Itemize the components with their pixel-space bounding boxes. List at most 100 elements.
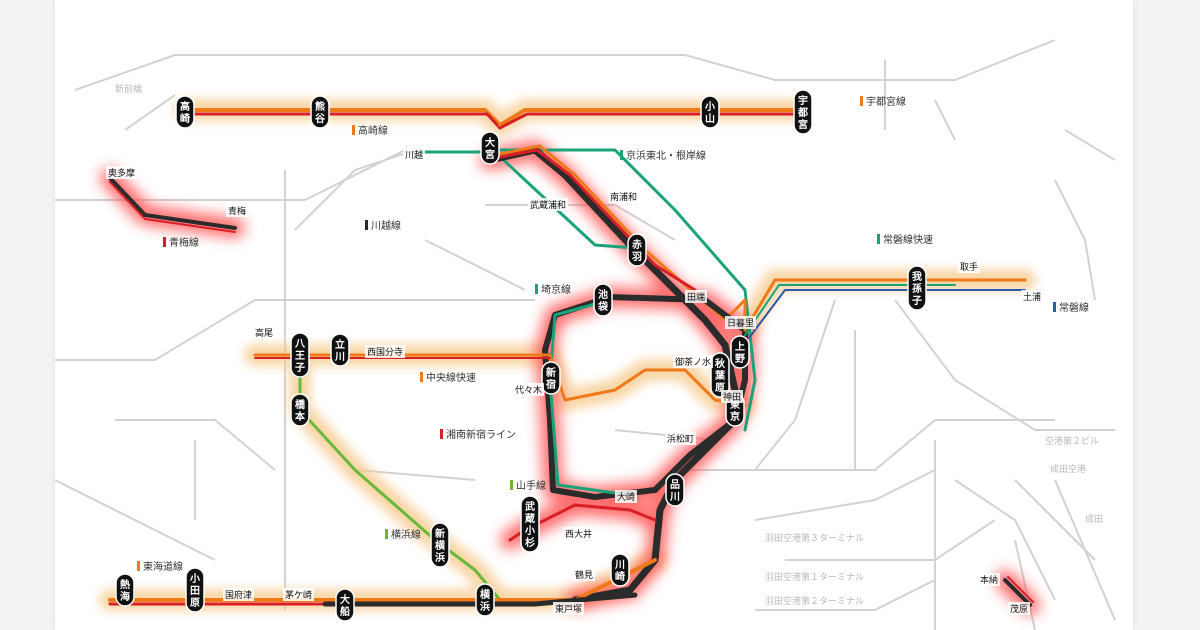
station-akabane[interactable]: 赤羽 — [627, 233, 647, 267]
station-yokohama[interactable]: 横浜 — [475, 583, 495, 617]
station-label-char: 袋 — [597, 300, 609, 313]
station-label-char: 王 — [295, 350, 305, 362]
station-kumagaya[interactable]: 熊谷 — [310, 95, 330, 129]
station-label: 鶴見 — [575, 569, 593, 581]
legend-swatch — [877, 234, 880, 244]
station-label: 東戸塚 — [555, 603, 582, 615]
station-akihabara[interactable]: 秋葉原 — [710, 352, 730, 398]
station-label-char: 新 — [546, 366, 556, 379]
station-tabata[interactable]: 田端 — [685, 290, 707, 303]
station-musashi-urawa[interactable]: 武蔵浦和 — [528, 198, 568, 211]
station-label-char: 田 — [190, 585, 200, 597]
station-yoyogi[interactable]: 代々木 — [513, 383, 544, 396]
station-pill — [520, 495, 540, 553]
station-takasaki[interactable]: 高崎 — [175, 95, 195, 129]
legend-tokaido: 東海道線 — [137, 560, 183, 573]
station-label-bg — [1021, 290, 1043, 303]
station-minami-urawa[interactable]: 南浦和 — [608, 190, 639, 203]
legend-swatch — [420, 372, 423, 382]
station-label-char: 高 — [180, 100, 190, 113]
station-omiya[interactable]: 大宮 — [480, 131, 500, 165]
station-oyama[interactable]: 小山 — [700, 95, 720, 129]
station-label-char: 上 — [735, 340, 745, 353]
station-ochanomizu[interactable]: 御茶ノ水 — [673, 355, 713, 368]
station-label: 田端 — [687, 291, 705, 303]
station-label-char: 赤 — [632, 238, 642, 251]
station-kawagoe[interactable]: 川越 — [403, 148, 425, 161]
station-hashimoto[interactable]: 橋本 — [290, 393, 310, 427]
station-kozu[interactable]: 国府津 — [223, 588, 254, 601]
station-labels: 高崎熊谷大宮小山宇都宮赤羽池袋上野秋葉原東京新宿品川武蔵小杉川崎横浜新横浜橋本八… — [106, 89, 1043, 622]
station-label-char: 東 — [730, 398, 740, 411]
station-tsurumi[interactable]: 鶴見 — [573, 568, 595, 581]
shonan-red — [493, 148, 697, 292]
station-shin-yokohama[interactable]: 新横浜 — [430, 522, 450, 568]
station-label-bg — [253, 326, 275, 339]
legend-swatch — [510, 480, 513, 490]
station-label: 日暮里 — [727, 317, 754, 329]
station-label-char: 小 — [704, 100, 715, 113]
station-label: 奥多摩 — [108, 167, 135, 179]
station-mobara[interactable]: 茂原 — [1008, 602, 1030, 615]
station-ofuna[interactable]: 大船 — [335, 588, 355, 622]
station-label-char: 品 — [670, 479, 680, 491]
station-hachioji[interactable]: 八王子 — [290, 332, 310, 378]
uchibo-red — [1007, 576, 1034, 603]
ghost-label: 羽田空港第３ターミナル — [765, 532, 864, 544]
station-tachikawa[interactable]: 立川 — [330, 333, 350, 367]
station-toride[interactable]: 取手 — [958, 260, 980, 273]
station-odawara[interactable]: 小田原 — [185, 567, 205, 613]
station-osaki[interactable]: 大崎 — [615, 490, 637, 503]
station-abiko[interactable]: 我孫子 — [907, 265, 927, 311]
station-nippori[interactable]: 日暮里 — [725, 316, 756, 329]
station-label-char: 川 — [669, 491, 680, 503]
station-nishi-kokubunji[interactable]: 西国分寺 — [365, 345, 405, 358]
ome-line — [108, 176, 237, 230]
station-label-char: 孫 — [912, 282, 922, 295]
station-shinjuku[interactable]: 新宿 — [541, 361, 561, 395]
kawagoe-line — [408, 150, 637, 250]
ome-red — [109, 181, 236, 233]
station-label-bg — [958, 260, 980, 273]
legend-joban: 常磐線 — [1053, 301, 1089, 314]
ghost-label: 空港第２ビル — [1045, 435, 1099, 447]
station-atami[interactable]: 熱海 — [115, 573, 135, 607]
legend-label: 湘南新宿ライン — [446, 428, 516, 441]
station-label: 茂原 — [1010, 603, 1028, 615]
station-takao[interactable]: 高尾 — [253, 326, 275, 339]
station-totsuka[interactable]: 東戸塚 — [553, 602, 584, 615]
station-ueno[interactable]: 上野 — [730, 335, 750, 369]
station-label: 茅ケ崎 — [285, 589, 312, 601]
station-label-char: 武 — [525, 500, 535, 513]
station-label-char: 川 — [614, 559, 625, 571]
station-pill — [310, 95, 330, 129]
yokohama-line-halo — [289, 344, 511, 611]
legend-label: 川越線 — [371, 219, 401, 232]
station-label-char: 原 — [190, 597, 200, 609]
station-honno[interactable]: 本納 — [978, 573, 1000, 586]
station-pill — [330, 333, 350, 367]
station-kawasaki[interactable]: 川崎 — [610, 553, 630, 587]
station-shinagawa[interactable]: 品川 — [665, 473, 685, 507]
station-label-char: 川 — [334, 351, 345, 363]
legend-label: 中央線快速 — [426, 371, 476, 384]
station-label-char: 立 — [335, 338, 345, 351]
station-nishi-oi[interactable]: 西大井 — [563, 527, 594, 540]
station-ikebukuro[interactable]: 池袋 — [593, 283, 613, 317]
station-label: 西大井 — [565, 528, 592, 540]
station-kanda[interactable]: 神田 — [721, 390, 743, 403]
station-label: 大崎 — [617, 491, 635, 503]
ghost-label: 成田空港 — [1050, 463, 1086, 475]
legend-swatch — [163, 237, 166, 247]
station-oku-tama[interactable]: 奥多摩 — [106, 166, 137, 179]
legend-kawagoe: 川越線 — [365, 219, 401, 232]
station-chigasaki[interactable]: 茅ケ崎 — [283, 588, 314, 601]
station-ome[interactable]: 青梅 — [226, 204, 248, 217]
station-hamamatsucho[interactable]: 浜松町 — [665, 432, 696, 445]
station-tsuchiura[interactable]: 土浦 — [1021, 290, 1043, 303]
station-label-bg — [573, 568, 595, 581]
station-label-bg — [721, 390, 743, 403]
legend-takasaki: 高崎線 — [352, 124, 388, 137]
station-utsunomiya[interactable]: 宇都宮 — [793, 89, 813, 135]
